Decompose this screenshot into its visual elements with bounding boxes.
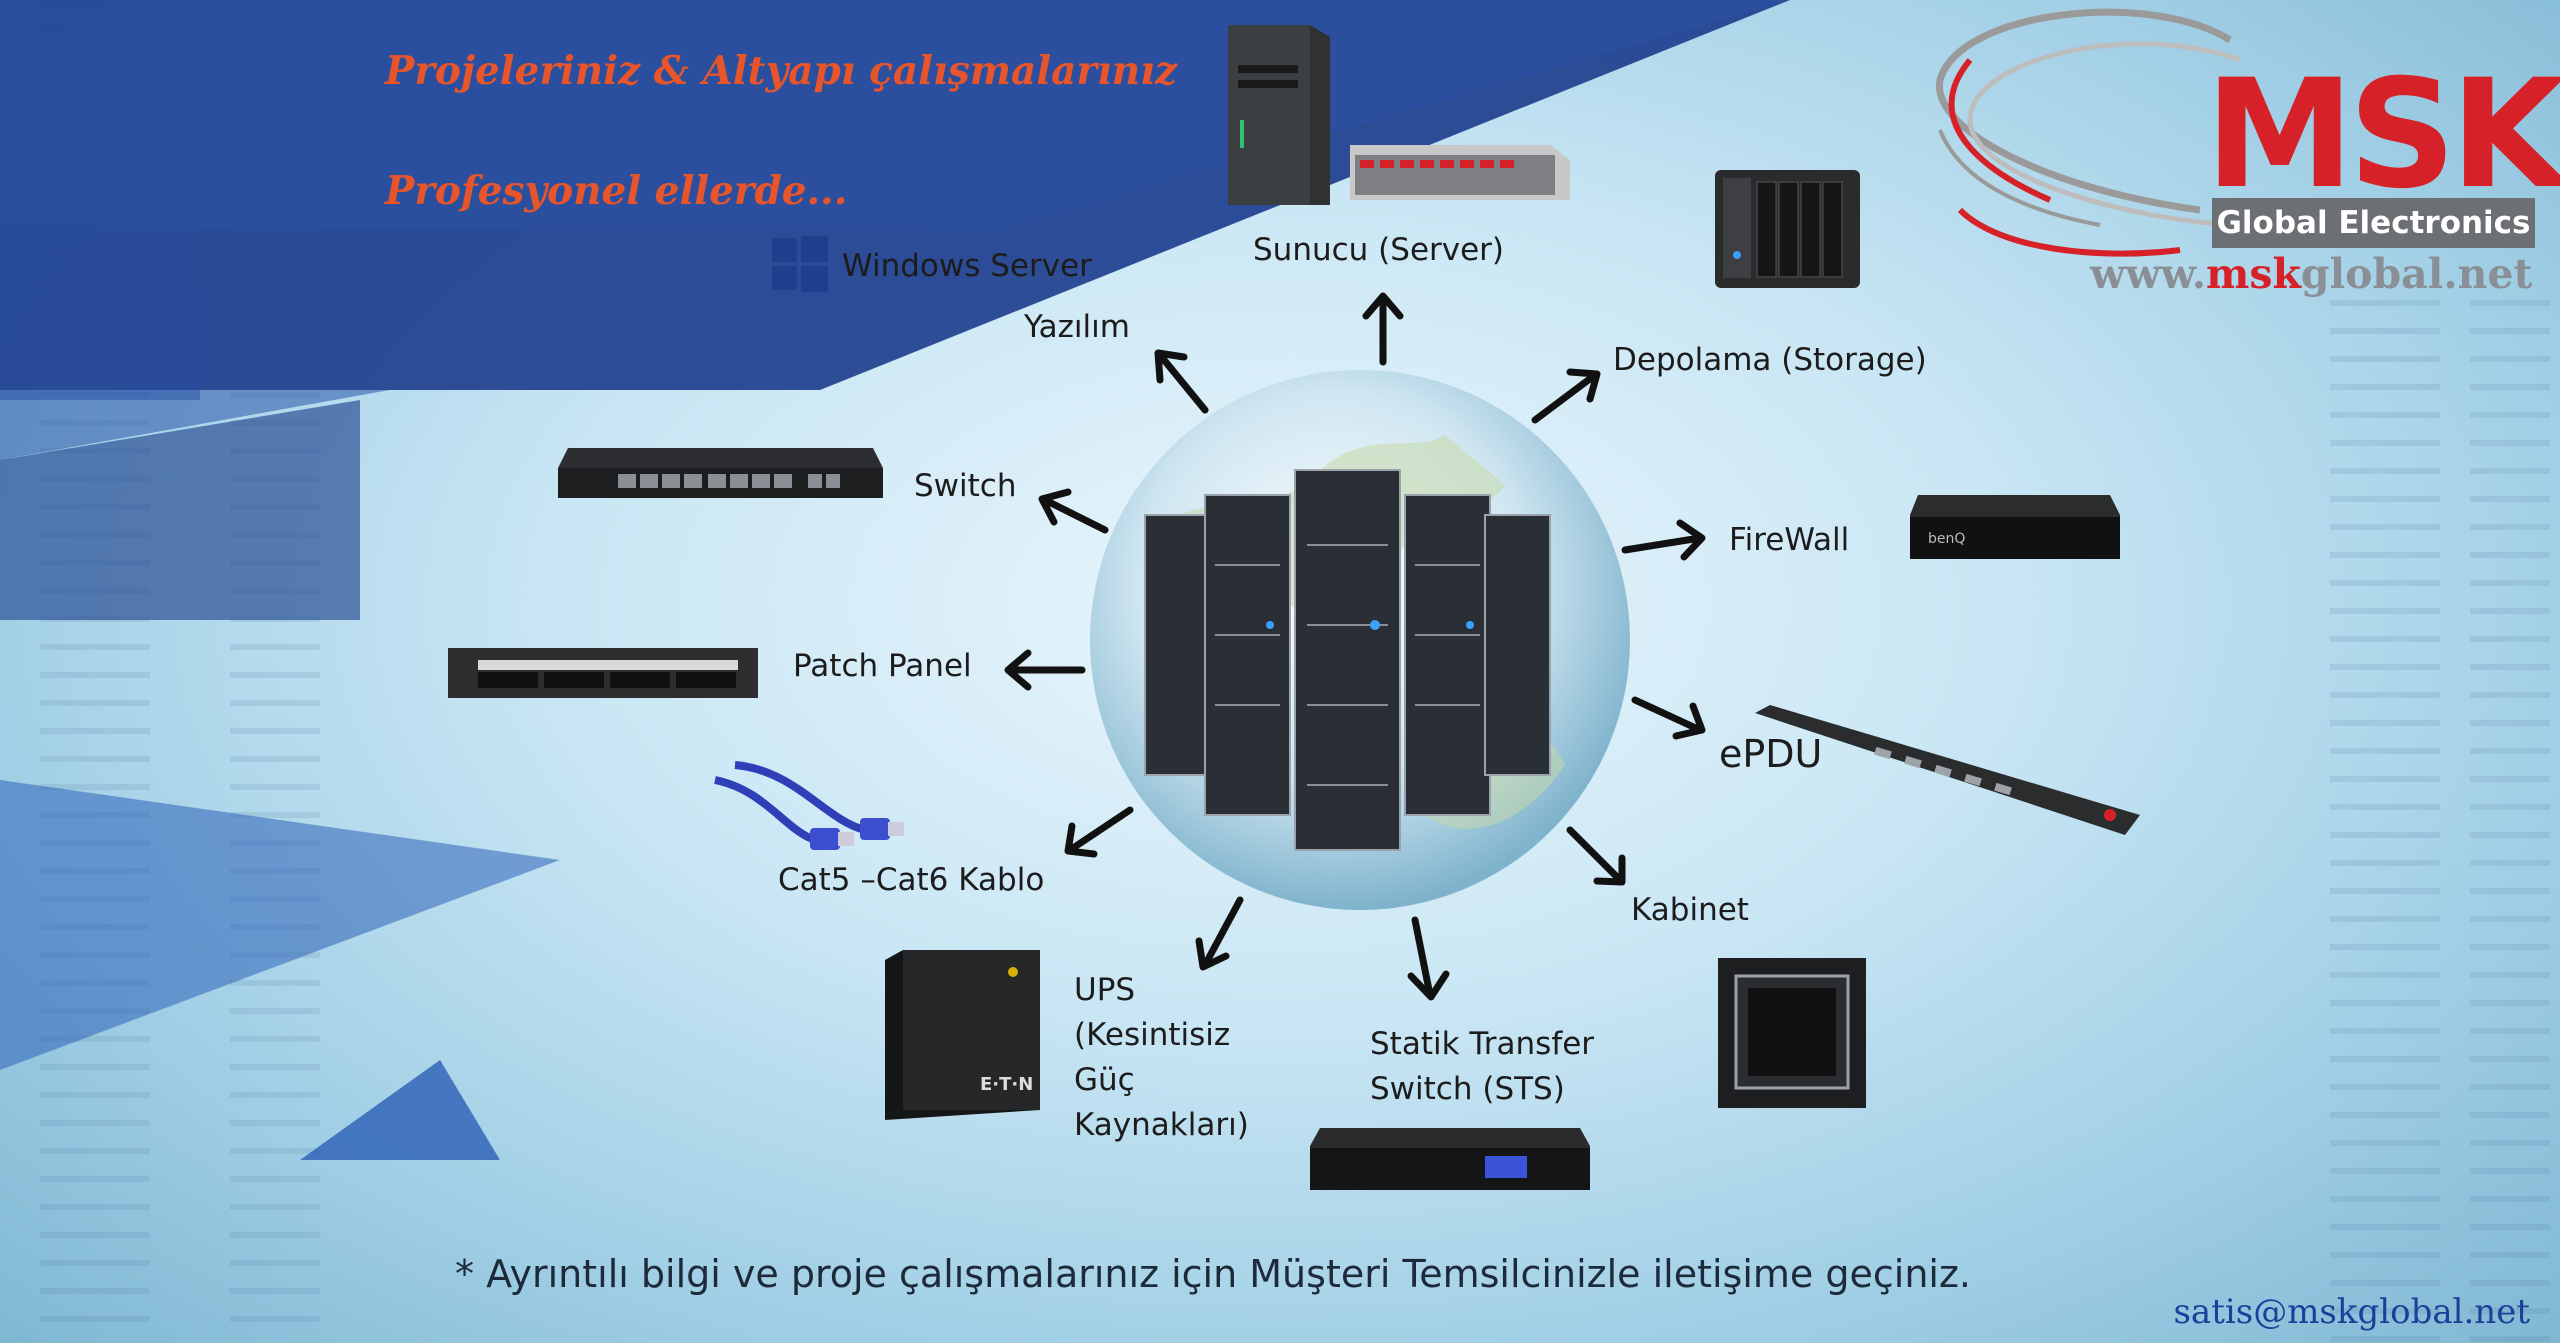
epdu-image — [1755, 705, 2140, 835]
brand-tagline: Global Electronics — [2212, 198, 2535, 248]
windows-server-label: Windows Server — [842, 248, 1092, 284]
label-cable: Cat5 –Cat6 Kablo — [778, 862, 1045, 898]
website-link[interactable]: www.mskglobal.net — [2090, 250, 2532, 298]
background-rack — [2330, 300, 2440, 1343]
background-rack — [2470, 300, 2550, 1343]
label-cabinet: Kabinet — [1631, 892, 1749, 928]
label-patch-panel: Patch Panel — [793, 648, 972, 684]
ups-line: Güç — [1074, 1061, 1135, 1098]
label-storage: Depolama (Storage) — [1613, 342, 1927, 378]
label-software: Yazılım — [1024, 309, 1130, 345]
windows-icon — [772, 236, 828, 292]
cabinet-image — [1718, 958, 1866, 1108]
ups-image: E·T·N — [885, 950, 1040, 1120]
headline-line1: Projeleriniz & Altyapı çalışmalarınız — [385, 48, 1178, 94]
website-prefix: www. — [2090, 250, 2207, 298]
label-firewall: FireWall — [1729, 522, 1850, 558]
sts-image — [1310, 1128, 1590, 1190]
label-sts: Statik Transfer Switch (STS) — [1370, 1022, 1594, 1112]
label-switch: Switch — [914, 468, 1017, 504]
cable-image — [714, 761, 904, 850]
svg-text:E·T·N: E·T·N — [980, 1074, 1033, 1095]
footer-note: * Ayrıntılı bilgi ve proje çalışmalarını… — [455, 1252, 1971, 1296]
ups-line: UPS — [1074, 972, 1136, 1008]
headline-line2: Profesyonel ellerde... — [385, 168, 848, 214]
email-link[interactable]: satis@mskglobal.net — [2173, 1292, 2530, 1332]
svg-text:benQ: benQ — [1928, 531, 1965, 547]
ups-line: Kaynakları) — [1074, 1106, 1249, 1143]
brand-logo: MSK — [2205, 48, 2560, 222]
ups-line: (Kesintisiz — [1074, 1016, 1231, 1053]
patch-panel-image — [448, 648, 758, 698]
website-suffix: global.net — [2300, 250, 2533, 298]
logo-swoosh-icon — [1935, 8, 2241, 257]
firewall-image: benQ — [1910, 495, 2120, 559]
server-image — [1228, 25, 1570, 205]
label-ups: UPS (Kesintisiz Güç Kaynakları) — [1074, 968, 1249, 1148]
sts-line: Switch (STS) — [1370, 1070, 1565, 1107]
globe-datacenter-image — [1090, 370, 1630, 910]
sts-line: Statik Transfer — [1370, 1026, 1595, 1062]
label-server: Sunucu (Server) — [1253, 232, 1505, 268]
switch-image — [558, 448, 883, 498]
storage-nas-image — [1715, 170, 1860, 288]
website-highlight: msk — [2206, 250, 2301, 298]
label-epdu: ePDU — [1719, 732, 1823, 776]
